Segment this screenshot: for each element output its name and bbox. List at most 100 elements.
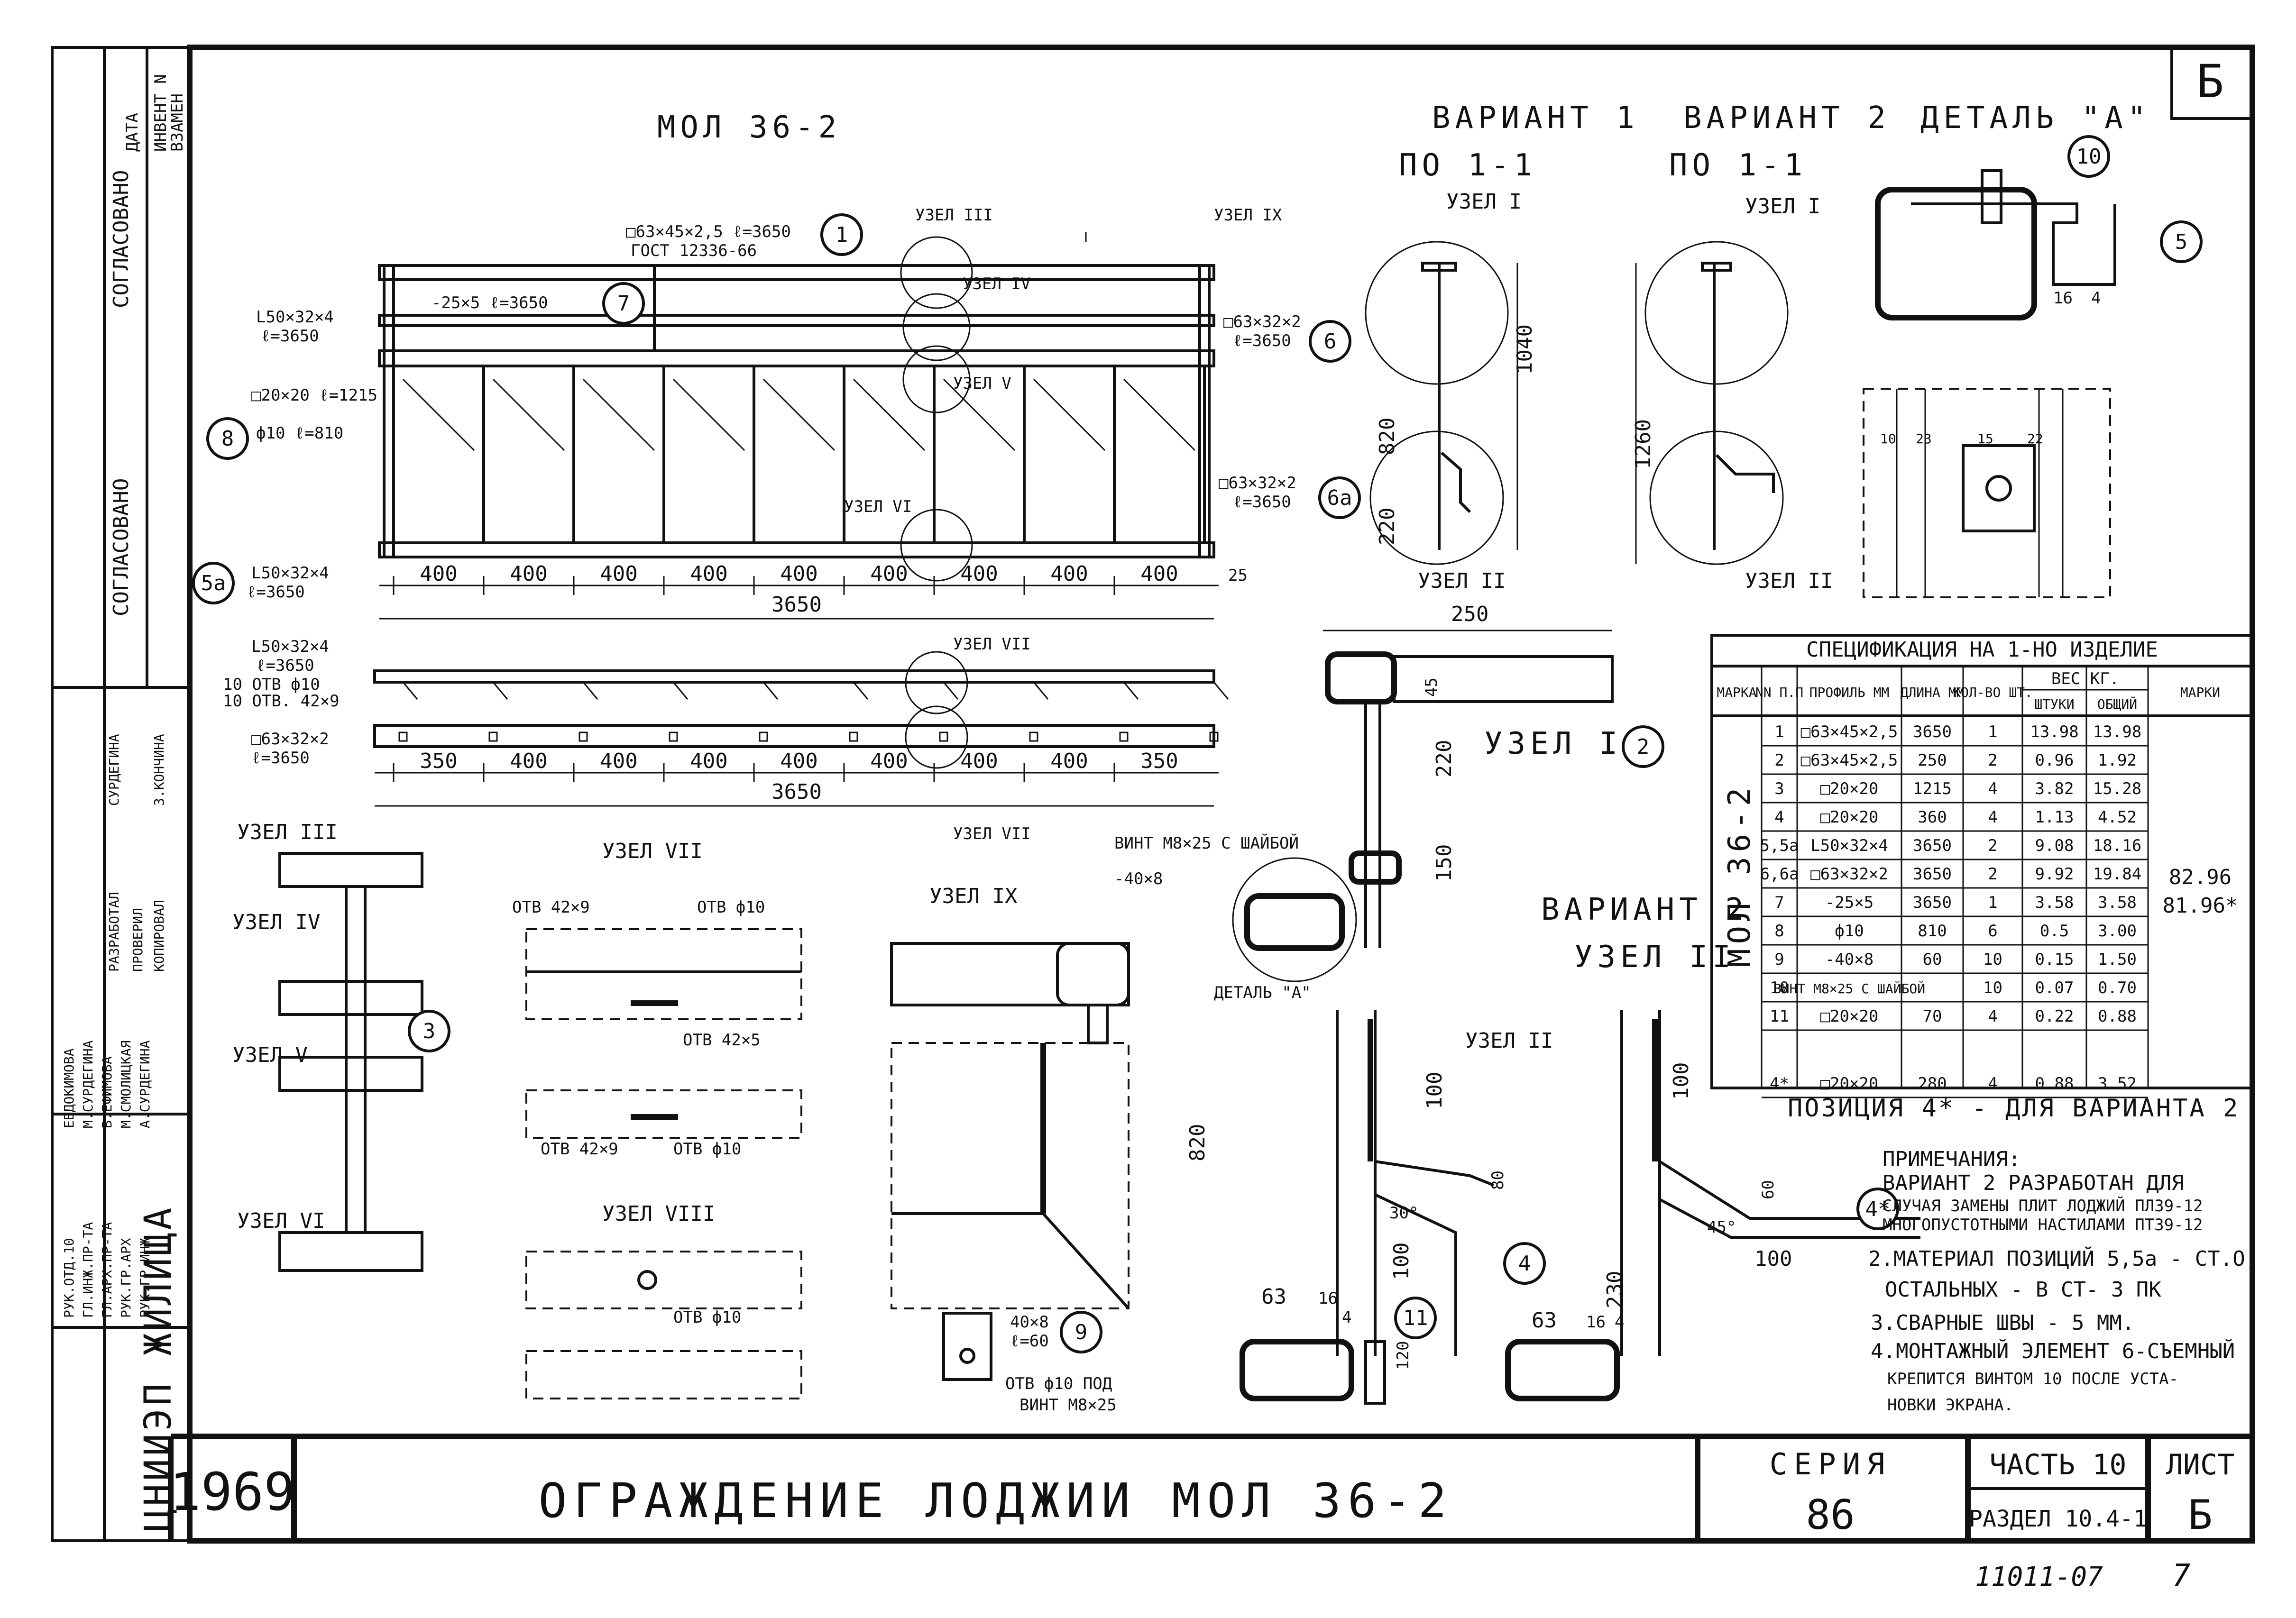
slot-mark [849,731,858,742]
spec-cell: 0.5 [2040,922,2069,941]
spec-cell: 1.92 [2098,751,2137,770]
dim-spacing-bottom: 400 [960,749,998,773]
plate-label: -40×8 [1114,869,1163,888]
left-name-1: ЕВДОКИМОВА [61,1048,77,1128]
detail-dim-4: 4 [2091,289,2101,308]
replace-label: ВЗАМЕН [168,93,187,152]
spec-cell: 1.13 [2035,808,2074,827]
role-dev: РАЗРАБОТАЛ [106,892,122,972]
note-3: 3.СВАРНЫЕ ШВЫ - 5 ММ. [1871,1311,2134,1335]
spec-cell: 13.98 [2030,722,2078,741]
spec-header: ПРОФИЛЬ ММ [1809,685,1890,700]
node7-tag-b: УЗЕЛ VII [953,824,1031,843]
dim-total-bottom: 3650 [771,780,822,804]
spec-footnote: ПОЗИЦИЯ 4* - ДЛЯ ВАРИАНТА 2 [1788,1094,2240,1123]
callout-5: L50×32×4 [256,308,334,327]
callout-1: □63×45×2,5 ℓ=3650 [626,222,791,241]
page-number: 7 [2172,1558,2191,1593]
dim-45: 45 [1422,677,1441,697]
spec-cell: 280 [1918,1074,1947,1093]
angle-45: 45° [1707,1218,1736,1237]
slot-mark [398,731,408,742]
spec-cell: -25×5 [1825,893,1874,912]
dim-100-n2b: 100 [1389,1243,1414,1280]
callout-5a: L50×32×4 [251,564,329,583]
sheet-label: ЛИСТ [2166,1448,2235,1481]
dim-4-n2: 4 [1342,1308,1351,1327]
spec-cell: 1 [1988,722,1997,741]
dim-80-n2: 80 [1488,1170,1507,1190]
detail-dim-16: 16 [2053,289,2073,308]
hole-mark [402,682,418,700]
dim-16-n2: 16 [1318,1289,1338,1308]
node5-label: УЗЕЛ V [232,1043,308,1067]
sheet-value: Б [2188,1491,2213,1539]
node6-label: УЗЕЛ VI [237,1209,325,1233]
slot-mark [1119,731,1129,742]
dim-4-v2: 4 [1615,1313,1624,1332]
node1-label: УЗЕЛ I [1484,726,1622,761]
left-row-2: ГЛ.ИНЖ.ПР-ТА [80,1222,96,1318]
balloon-7 [602,282,645,325]
spec-header: ОБЩИЙ [2097,696,2137,712]
balloon-8 [206,417,249,460]
detail-dim-15: 15 [1977,431,1993,447]
inventory-label: ИНВЕНТ N [151,74,170,152]
dim-spacing-top: 400 [1140,562,1178,586]
variant-sections: ВАРИАНТ 1 ПО 1-1 ВАРИАНТ 2 ПО 1-1 УЗЕЛ I… [1365,101,1891,593]
balloon-2 [1622,725,1664,768]
balloon-6 [1309,320,1351,363]
callout-8: ф10 ℓ=810 [256,424,343,443]
spec-mark-weight: 82.96 [2169,865,2232,889]
spec-cell: 3650 [1913,722,1952,741]
balloon-label: 3 [423,1019,436,1043]
part-label: ЧАСТЬ 10 [1990,1448,2127,1481]
spec-cell: 0.07 [2035,978,2074,997]
rod [1123,378,1196,451]
spec-header: МАРКИ [2180,685,2220,700]
dim-spacing-top: 400 [420,562,457,586]
spec-cell: 3650 [1913,836,1952,855]
variant1-title: ВАРИАНТ 1 [1432,101,1639,136]
left-row-1: РУК.ОТД.10 [61,1238,77,1318]
v2-node2: УЗЕЛ II [1745,569,1833,593]
name-2: З.КОНЧИНА [151,734,167,806]
spec-cell: 3.82 [2035,779,2074,798]
node3-tag: УЗЕЛ III [915,206,993,225]
title-block: 1969 ОГРАЖДЕНИЕ ЛОДЖИИ МОЛ 36-2 СЕРИЯ 86… [168,1434,2252,1593]
rod [402,378,475,451]
spec-cell: 0.70 [2098,978,2137,997]
spec-cell: 1.50 [2098,950,2137,969]
hole-mark [1033,682,1049,700]
balloon-label: 4* [1865,1197,1891,1221]
otv-screw: ОТВ ф10 ПОД [1005,1374,1112,1393]
hole-mark [492,682,508,700]
dim-total-top: 3650 [771,593,822,617]
section-label: РАЗДЕЛ 10.4-1 [1969,1506,2147,1532]
spec-cell: 4 [1774,808,1784,827]
dim-spacing-bottom: 400 [1050,749,1088,773]
callout-plan-5b: ℓ=3650 [256,656,314,675]
spec-header: КОЛ-ВО ШТ. [1953,685,2033,700]
callout-5ab: ℓ=3650 [247,583,305,602]
main-elevation: МОЛ 36-2 УЗЕЛ III УЗЕЛ IV УЗЕЛ V УЗЕЛ VI… [247,110,1301,620]
node2-label: УЗЕЛ II [1465,1029,1553,1053]
balloon-3 [408,1010,450,1052]
spec-cell: 2 [1988,836,1997,855]
node4-tag: УЗЕЛ IV [963,274,1030,293]
callout-3: □20×20 ℓ=1215 [251,386,377,405]
spec-cell: 360 [1918,808,1947,827]
dim-spacing-top: 400 [780,562,817,586]
spec-cell: 1 [1988,893,1997,912]
notes: ПОЗИЦИЯ 4* - ДЛЯ ВАРИАНТА 2 ПРИМЕЧАНИЯ: … [1788,1094,2258,1415]
callout-6: □63×32×2 [1223,312,1301,331]
slot-mark [759,731,768,742]
agreed-text-2: СОГЛАСОВАНО [109,170,133,308]
spec-cell: □20×20 [1820,808,1879,827]
spec-cell: 10 [1983,978,2002,997]
variant2-title: ВАРИАНТ 2 [1683,101,1891,136]
dim-spacing-top: 400 [690,562,727,586]
balloon-label: 2 [1637,735,1650,759]
